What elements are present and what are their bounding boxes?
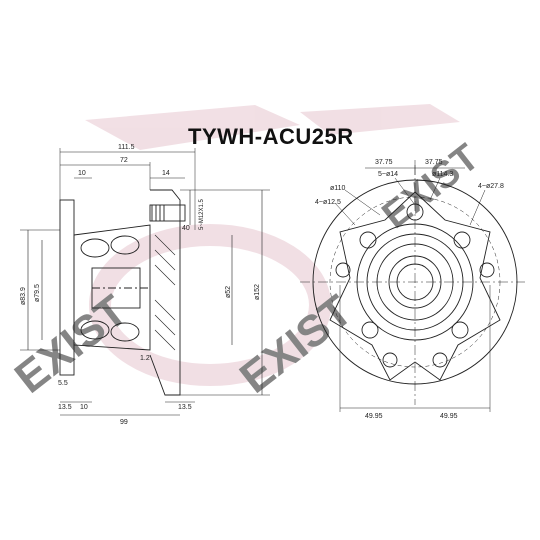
hub-inner-ring: [376, 243, 454, 321]
label-49-95-left: 49.95: [365, 413, 383, 420]
label-72: 72: [120, 157, 128, 164]
leader-holes-14: [394, 177, 416, 206]
leader-110: [344, 189, 381, 216]
hub-mid-ring: [366, 233, 464, 331]
mount-hole: [335, 262, 351, 278]
label-83-9: ø83.9: [20, 287, 27, 305]
section-hatch: [154, 234, 176, 351]
label-13-5-right: 13.5: [178, 404, 192, 411]
watermark-text-top: EXIST: [375, 136, 487, 237]
bearing-ball-top-right: [110, 235, 140, 255]
label-37-75-left: 37.75: [375, 159, 393, 166]
label-10: 10: [78, 170, 86, 177]
watermark-text-right: EXIST: [231, 286, 361, 403]
label-52: ø52: [225, 286, 232, 298]
bearing-ball-bottom-right: [110, 322, 140, 342]
watermark-ring: [89, 224, 331, 386]
stud-hole: [359, 231, 377, 249]
hub-center: [396, 263, 434, 301]
side-view: [20, 148, 270, 416]
flange-outer-circle: [312, 179, 518, 385]
leader-12-5: [334, 202, 356, 226]
label-40: 40: [182, 225, 190, 232]
leader-27-8: [469, 189, 486, 226]
label-99: 99: [120, 419, 128, 426]
hub-body: [73, 224, 151, 351]
mount-hole: [382, 352, 398, 368]
label-111-5: 111.5: [118, 144, 135, 151]
leader-pcd: [429, 177, 441, 201]
stud-thread: [151, 205, 165, 221]
mount-hole: [479, 262, 495, 278]
watermark-swoosh-top: [85, 105, 300, 150]
side-view-labels: 111.5 72 10 14 5~M12X1.5 40 ø83.9 ø79.5 …: [20, 144, 261, 426]
label-37-75-right: 37.75: [425, 159, 443, 166]
label-13-5-left: 13.5: [58, 404, 72, 411]
stud-hole: [453, 231, 471, 249]
flange-star: [329, 191, 501, 381]
label-5-holes-14: 5~ø14: [378, 171, 398, 178]
bearing-ball-bottom-left: [80, 320, 110, 340]
front-view-labels: 37.75 37.75 5~ø14 ø114.3 ø110 4~ø12.5 4~…: [315, 159, 504, 420]
label-4-holes-12-5: 4~ø12.5: [315, 199, 341, 206]
label-49-95-right: 49.95: [440, 413, 458, 420]
label-152: ø152: [254, 284, 261, 300]
wheel-flange: [149, 189, 181, 396]
bearing-ball-top-left: [80, 238, 110, 258]
part-number-title: TYWH-ACU25R: [188, 124, 354, 149]
stud-hole: [361, 321, 379, 339]
pcd-circle: [329, 196, 501, 368]
label-1-2: 1.2: [140, 355, 150, 362]
label-10-base: 10: [80, 404, 88, 411]
hub-outer-ring: [356, 223, 474, 341]
label-14: 14: [162, 170, 170, 177]
watermark-swoosh-right: [300, 104, 460, 135]
hub-bore: [388, 255, 442, 309]
label-110: ø110: [330, 185, 346, 192]
label-79-5: ø79.5: [34, 284, 41, 302]
label-5-5: 5.5: [58, 380, 68, 387]
label-4-holes-27-8: 4~ø27.8: [478, 183, 504, 190]
stud-hole: [451, 321, 469, 339]
label-thread: 5~M12X1.5: [199, 198, 205, 230]
stud-hole: [406, 203, 424, 221]
mount-hole: [432, 352, 448, 368]
label-pcd-114-3: ø114.3: [432, 171, 453, 178]
wheel-stud: [149, 204, 186, 222]
front-view: [300, 160, 525, 412]
